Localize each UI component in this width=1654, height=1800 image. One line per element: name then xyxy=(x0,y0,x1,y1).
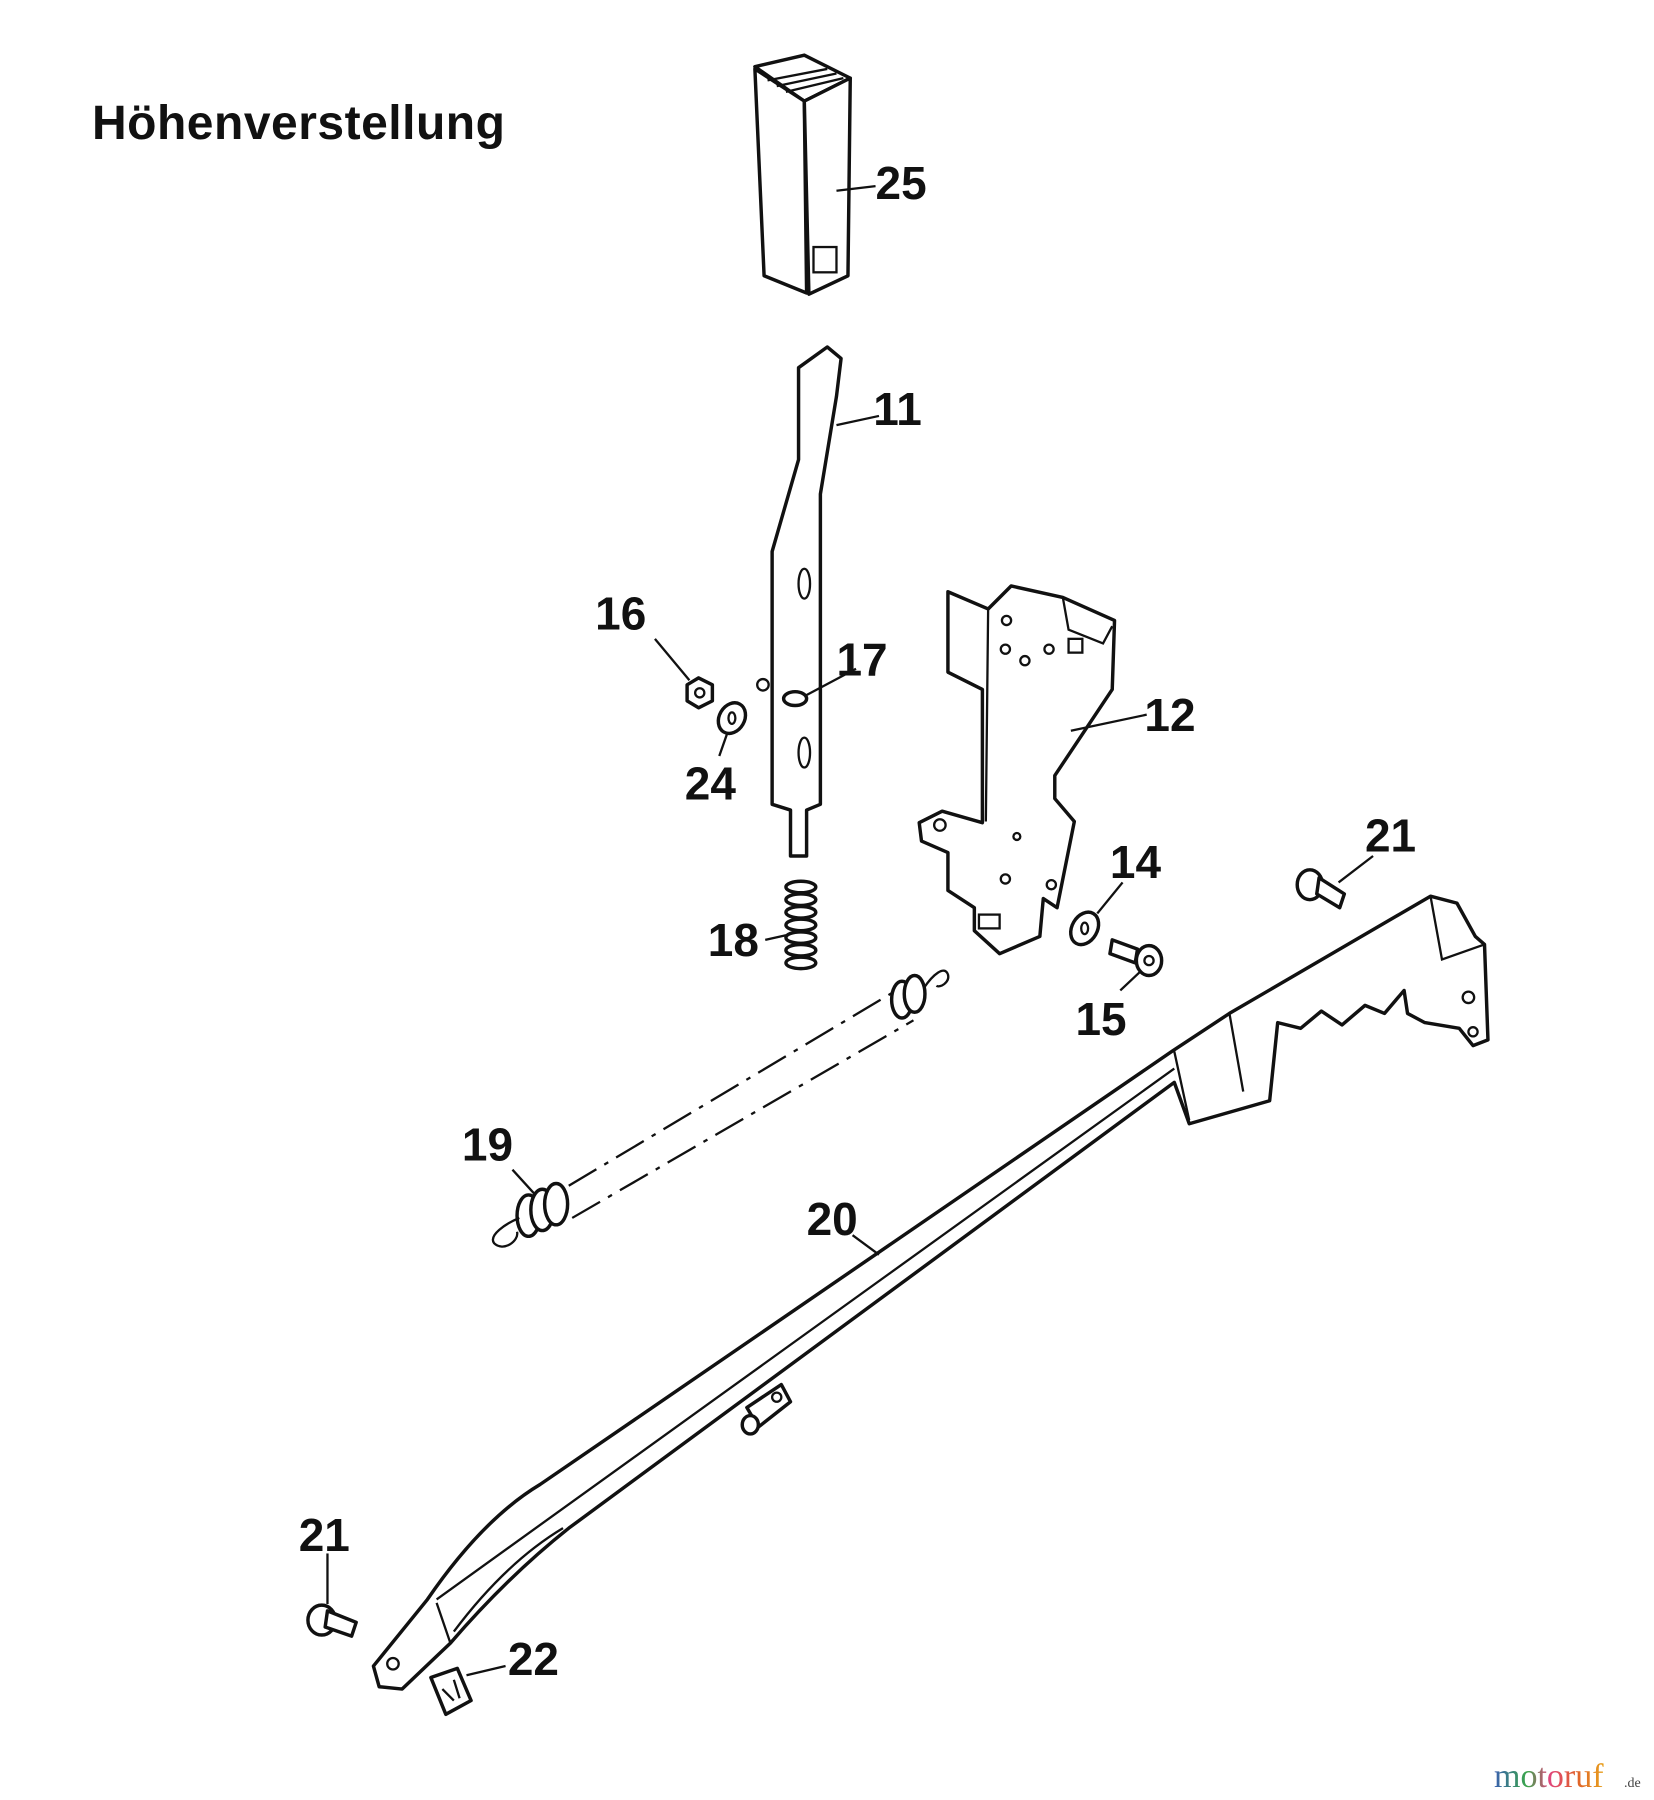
callout-21-right: 21 xyxy=(1365,809,1416,861)
callout-labels: 25 11 16 17 12 24 14 21 18 15 19 20 21 2… xyxy=(299,157,1416,1685)
leader-17 xyxy=(803,667,857,698)
callout-22: 22 xyxy=(508,1633,559,1685)
part-15-bolt xyxy=(1108,938,1164,992)
callout-18: 18 xyxy=(708,914,759,966)
part-21-bolt-right xyxy=(1295,855,1374,910)
part-20-height-bar xyxy=(371,894,1490,1691)
watermark-tld: .de xyxy=(1624,1776,1641,1791)
part-19-spring xyxy=(491,969,950,1248)
callout-21-left: 21 xyxy=(299,1509,350,1561)
watermark-name: motoruf xyxy=(1494,1758,1604,1795)
callout-16: 16 xyxy=(595,588,646,640)
callout-12: 12 xyxy=(1144,689,1195,741)
callout-14: 14 xyxy=(1110,836,1162,888)
part-11-lever xyxy=(756,345,880,858)
callout-11: 11 xyxy=(873,383,922,435)
part-12-bracket xyxy=(917,584,1147,956)
part-14-washer xyxy=(1069,881,1124,947)
callout-15: 15 xyxy=(1075,993,1126,1045)
callout-20: 20 xyxy=(807,1193,858,1245)
part-18-spring xyxy=(764,879,818,971)
part-22-clip xyxy=(429,1664,506,1717)
callout-25: 25 xyxy=(876,157,927,209)
callout-24: 24 xyxy=(685,758,737,810)
part-16-nut xyxy=(654,638,715,710)
part-24-washer xyxy=(716,701,748,757)
callout-17: 17 xyxy=(836,634,887,686)
part-25-knob xyxy=(753,53,876,296)
part-21-bolt-left xyxy=(306,1553,358,1638)
callout-19: 19 xyxy=(462,1118,513,1170)
watermark-logo: motoruf .de xyxy=(1494,1758,1641,1795)
diagram-title: Höhenverstellung xyxy=(92,97,506,150)
